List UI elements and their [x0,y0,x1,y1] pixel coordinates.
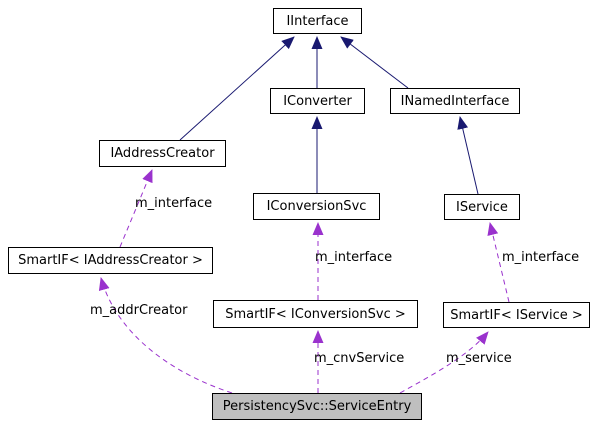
edge-member-smartif-iservice-iservice [487,222,510,303]
node-smartif-iservice[interactable]: SmartIF< IService > [443,302,590,328]
edge-inheritance-inamedinterface-iinterface [340,36,409,89]
edge-member-serviceentry-smartif-iservice [399,331,489,394]
edge-label-m-interface-left: m_interface [135,196,213,211]
edge-member-smartif-iaddresscreator-iaddresscreator [119,169,153,248]
node-inamedinterface[interactable]: INamedInterface [390,88,520,114]
node-iconversionsvc[interactable]: IConversionSvc [253,193,380,220]
edge-member-serviceentry-smartif-iaddresscreator [98,277,233,394]
node-persistencysvc-serviceentry: PersistencySvc::ServiceEntry [212,393,422,420]
edge-label-m-addrcreator: m_addrCreator [90,303,188,318]
node-smartif-iconversionsvc[interactable]: SmartIF< IConversionSvc > [213,300,418,328]
node-iinterface[interactable]: IInterface [273,8,362,34]
node-iaddresscreator[interactable]: IAddressCreator [99,140,226,167]
edge-label-m-interface-mid: m_interface [315,250,393,265]
edge-label-m-service: m_service [446,351,512,366]
node-smartif-iaddresscreator[interactable]: SmartIF< IAddressCreator > [8,247,213,274]
edge-label-m-interface-right: m_interface [502,250,580,265]
node-iservice[interactable]: IService [444,194,520,220]
edge-inheritance-iservice-inamedinterface [457,116,479,195]
edge-label-m-cnvservice: m_cnvService [314,351,405,366]
node-iconverter[interactable]: IConverter [270,88,365,114]
edge-inheritance-iaddresscreator-iinterface [179,36,295,141]
